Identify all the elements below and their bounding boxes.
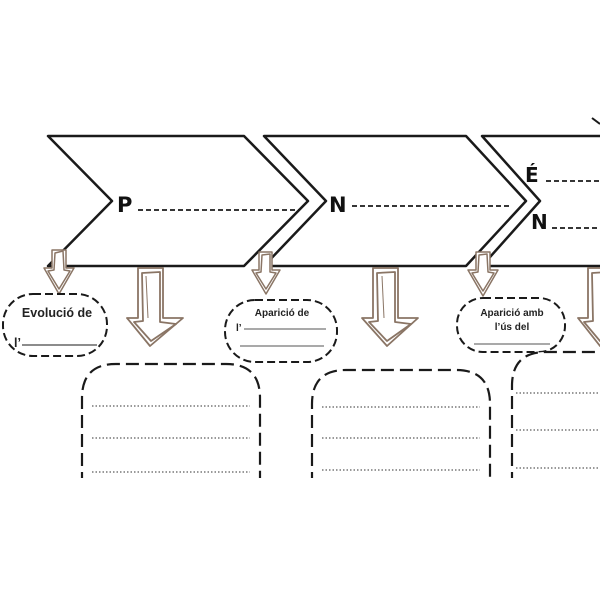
- top-right-stroke: [591, 117, 600, 125]
- bubble-1-line1: Evolució de: [22, 306, 92, 320]
- bubble-2-line1: Aparició de: [255, 308, 310, 319]
- chevron-letter-4: N: [531, 210, 548, 234]
- bottom-crop: [0, 478, 600, 600]
- chevron-letter-3: É: [525, 163, 539, 187]
- chevron-2: [262, 134, 528, 268]
- bubble-2-line2: l’: [236, 323, 242, 334]
- bubble-3-line1: Aparició amb: [480, 308, 543, 319]
- big-arrow-2: [361, 267, 419, 347]
- writing-box-3: [510, 350, 600, 485]
- bubble-3-line2: l’ús del: [495, 322, 530, 333]
- small-arrow-3: [467, 251, 499, 297]
- big-arrow-1: [126, 267, 184, 347]
- chevron-3: [480, 134, 600, 268]
- big-arrow-3: [577, 267, 600, 347]
- writing-box-2: [310, 368, 492, 485]
- bubble-3: [456, 297, 566, 353]
- bubble-1-line2: l’: [14, 336, 21, 350]
- chevron-letter-2: N: [329, 193, 347, 217]
- writing-box-1: [80, 362, 262, 485]
- chevron-letter-1: P: [117, 193, 132, 217]
- bubble-2: [224, 299, 338, 363]
- bubble-1: [2, 293, 108, 357]
- small-arrow-1: [43, 249, 75, 295]
- chevron-1: [46, 134, 310, 268]
- small-arrow-2: [251, 251, 281, 295]
